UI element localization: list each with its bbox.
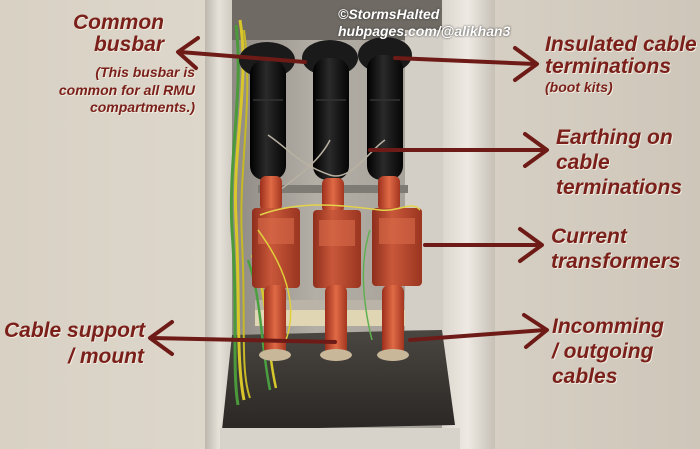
- current-transformers: [252, 208, 422, 288]
- common-busbar-note-2: common for all RMU: [58, 81, 195, 98]
- cable-support-1: Cable support: [4, 319, 146, 342]
- label-cable-support: Cable support / mount: [4, 318, 146, 371]
- watermark-line-1: ©StormsHalted: [338, 6, 440, 22]
- insulated-note: (boot kits): [545, 79, 613, 96]
- annotation-arrows: [148, 36, 549, 356]
- current-1: Current: [551, 225, 627, 248]
- label-common-busbar-note: (This busbar is common for all RMU compa…: [25, 64, 195, 117]
- earthing-1: Earthing on: [556, 126, 673, 149]
- insulated-2: terminations: [545, 55, 672, 79]
- incoming-2: / outgoing: [552, 340, 654, 364]
- label-earthing: Earthing on cable terminations: [556, 125, 682, 201]
- common-busbar-note-3: compartments.): [89, 99, 195, 115]
- label-common-busbar: Common busbar: [54, 11, 164, 57]
- label-current-transformers: Current transformers: [551, 224, 681, 274]
- cable-support-2: / mount: [68, 345, 144, 369]
- watermark: ©StormsHalted hubpages.com/@alikhan3: [338, 6, 510, 40]
- common-busbar-title-2: busbar: [93, 33, 164, 57]
- common-busbar-title-1: Common: [73, 11, 164, 34]
- label-incoming-outgoing: Incomming / outgoing cables: [552, 314, 664, 390]
- label-insulated-terminations: Insulated cable terminations (boot kits): [545, 33, 697, 96]
- earthing-2: cable: [556, 151, 610, 175]
- incoming-3: cables: [552, 365, 618, 389]
- incoming-1: Incomming: [552, 315, 665, 338]
- earthing-3: terminations: [556, 176, 683, 200]
- common-busbar-note-1: (This busbar is: [95, 64, 195, 80]
- insulated-1: Insulated cable: [545, 33, 697, 56]
- watermark-line-2: hubpages.com/@alikhan3: [338, 22, 511, 39]
- current-2: transformers: [551, 250, 681, 274]
